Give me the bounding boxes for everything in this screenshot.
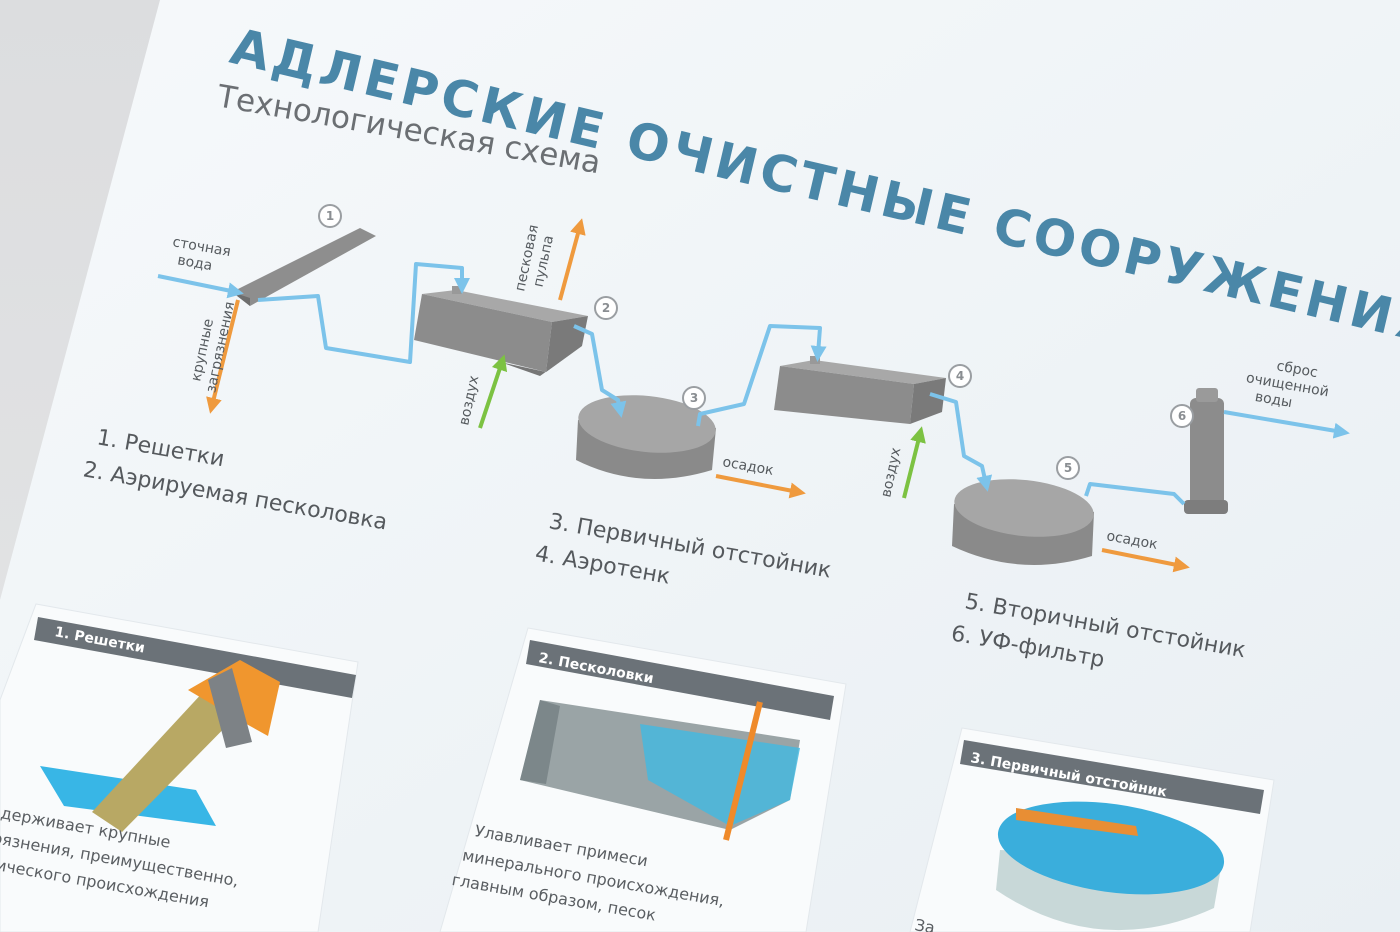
svg-text:1: 1 [326, 209, 334, 223]
card-screens-header-bar [34, 617, 356, 698]
svg-text:воды: воды [1254, 389, 1294, 411]
equipment-aeration-tank [774, 356, 946, 424]
water-flow-lines [157, 262, 1350, 506]
svg-text:5: 5 [1064, 461, 1072, 475]
svg-text:вода: вода [176, 252, 213, 274]
svg-text:6: 6 [1178, 409, 1186, 423]
card-sand-traps: 2. Песколовки Улавливает примеси минерал… [439, 627, 847, 932]
screens-conveyor [92, 676, 252, 832]
card-primary-clarifier: 3. Первичный отстойник За [909, 727, 1275, 932]
air-flow-lines [478, 354, 926, 499]
number-markers: 1 2 3 4 5 6 [318, 204, 1194, 480]
svg-text:сброс: сброс [1275, 358, 1319, 381]
sand-trap-water [640, 724, 800, 826]
label-discharge: сброс очищенной воды [1245, 358, 1330, 411]
card-primary-clarifier-text: За [913, 915, 936, 932]
marker-2: 2 [594, 296, 618, 320]
waste-flow-lines [206, 218, 1190, 573]
clarifier-bridge [1016, 808, 1138, 836]
svg-text:2: 2 [602, 301, 610, 315]
svg-text:3: 3 [690, 391, 698, 405]
marker-1: 1 [318, 204, 342, 228]
marker-6: 6 [1170, 404, 1194, 428]
card-primary-clarifier-header-bar [960, 740, 1264, 814]
card-sand-traps-header-bar [526, 640, 834, 720]
card-screens: 1. Решетки держивает крупные рязнения, п… [0, 603, 359, 932]
sand-trap-pipe [723, 701, 763, 841]
equipment-secondary-clarifier [952, 479, 1094, 565]
equipment-uv-filter [1184, 388, 1228, 514]
svg-text:За: За [913, 915, 936, 932]
marker-3: 3 [682, 386, 706, 410]
svg-text:4: 4 [956, 369, 964, 383]
marker-4: 4 [948, 364, 972, 388]
marker-5: 5 [1056, 456, 1080, 480]
